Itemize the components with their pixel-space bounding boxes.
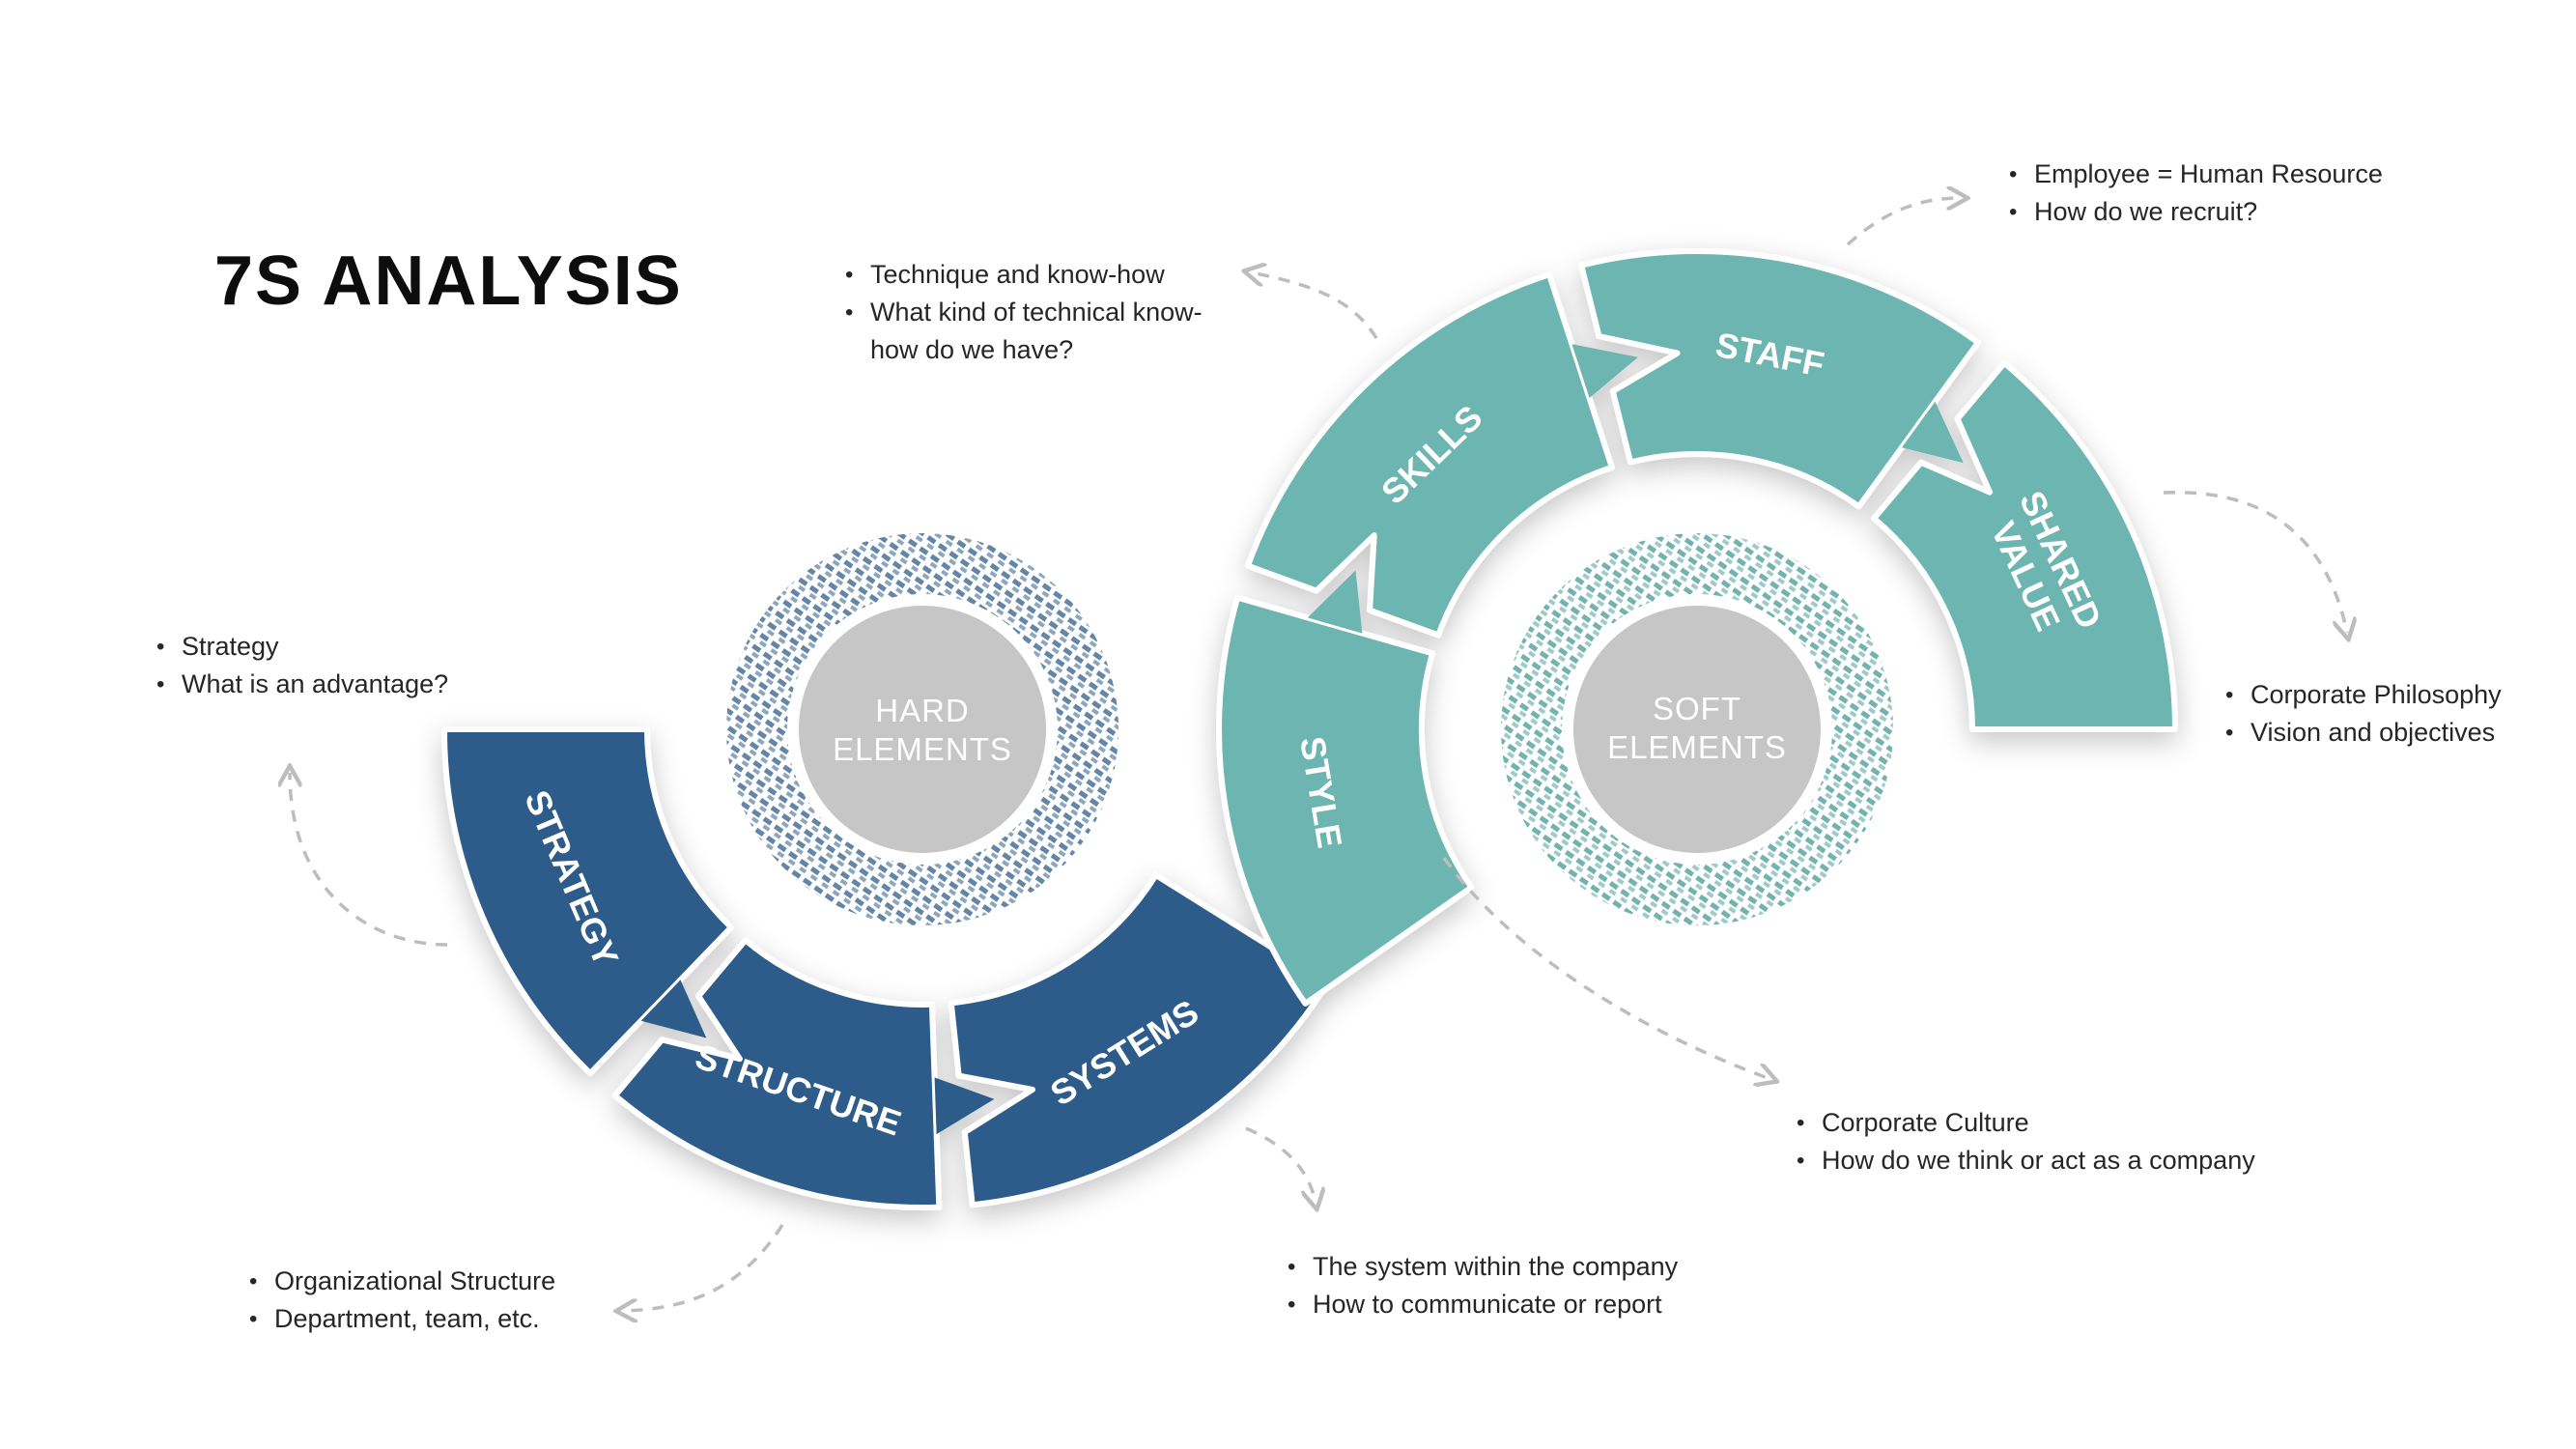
- list-item: Technique and know-how: [845, 256, 1231, 294]
- soft-label-line1: SOFT: [1653, 691, 1741, 726]
- list-item: Organizational Structure: [249, 1263, 655, 1300]
- segment-staff: [1578, 247, 1981, 510]
- arrow-structure: [623, 1224, 784, 1311]
- strategy-notes: Strategy What is an advantage?: [156, 628, 562, 703]
- segment-strategy-shape: [441, 726, 734, 1077]
- list-item: Vision and objectives: [2225, 714, 2544, 752]
- segment-staff-arrow-tip: [1902, 401, 1964, 464]
- skills-notes: Technique and know-how What kind of tech…: [845, 256, 1231, 369]
- arrow-staff: [1846, 198, 1961, 246]
- segment-shared-value: [1871, 359, 2178, 732]
- segment-skills: [1244, 271, 1638, 639]
- segment-style-shape: [1216, 594, 1475, 1007]
- connector-arrows: [290, 198, 2347, 1311]
- segment-structure-arrow-tip: [934, 1077, 995, 1135]
- hard-center-circle: [799, 606, 1046, 853]
- list-item: How do we recruit?: [2009, 193, 2463, 231]
- segment-strategy: [441, 726, 734, 1077]
- soft-elements-hub: SOFT ELEMENTS: [1501, 533, 1893, 925]
- segment-staff-shape: [1578, 247, 1981, 510]
- list-item: How to communicate or report: [1288, 1286, 1732, 1323]
- hard-label-line1: HARD: [875, 693, 970, 728]
- segment-structure: [611, 937, 995, 1211]
- list-item: What kind of technical know-how do we ha…: [845, 294, 1231, 369]
- hard-elements-hub: HARD ELEMENTS: [726, 533, 1118, 925]
- segment-style-arrow-tip: [1307, 570, 1363, 634]
- list-item: Employee = Human Resource: [2009, 156, 2463, 193]
- list-item: Department, team, etc.: [249, 1300, 655, 1338]
- shared-value-notes: Corporate Philosophy Vision and objectiv…: [2225, 676, 2544, 752]
- arrow-shared-value: [2163, 490, 2347, 633]
- soft-label-line2: ELEMENTS: [1607, 729, 1787, 765]
- staff-notes: Employee = Human Resource How do we recr…: [2009, 156, 2463, 231]
- arrow-systems: [1245, 1126, 1316, 1203]
- segment-strategy-arrow-tip: [640, 980, 707, 1038]
- segment-shared-value-shape: [1871, 359, 2178, 732]
- arrow-style: [1442, 856, 1770, 1079]
- list-item: Corporate Culture: [1797, 1104, 2299, 1142]
- segment-skills-shape: [1244, 271, 1615, 639]
- soft-center-circle: [1573, 606, 1821, 853]
- list-item: What is an advantage?: [156, 666, 562, 703]
- hard-label-line2: ELEMENTS: [833, 731, 1012, 767]
- arrow-skills: [1251, 272, 1378, 339]
- segments: [441, 247, 2178, 1211]
- arrow-strategy: [290, 773, 448, 947]
- segment-skills-arrow-tip: [1571, 344, 1638, 398]
- structure-notes: Organizational Structure Department, tea…: [249, 1263, 655, 1338]
- segment-structure-shape: [611, 937, 943, 1211]
- segment-style: [1216, 570, 1475, 1007]
- list-item: How do we think or act as a company: [1797, 1142, 2299, 1179]
- list-item: The system within the company: [1288, 1248, 1732, 1286]
- systems-notes: The system within the company How to com…: [1288, 1248, 1732, 1323]
- list-item: Corporate Philosophy: [2225, 676, 2544, 714]
- list-item: Strategy: [156, 628, 562, 666]
- style-notes: Corporate Culture How do we think or act…: [1797, 1104, 2299, 1179]
- page-title: 7S ANALYSIS: [214, 242, 683, 320]
